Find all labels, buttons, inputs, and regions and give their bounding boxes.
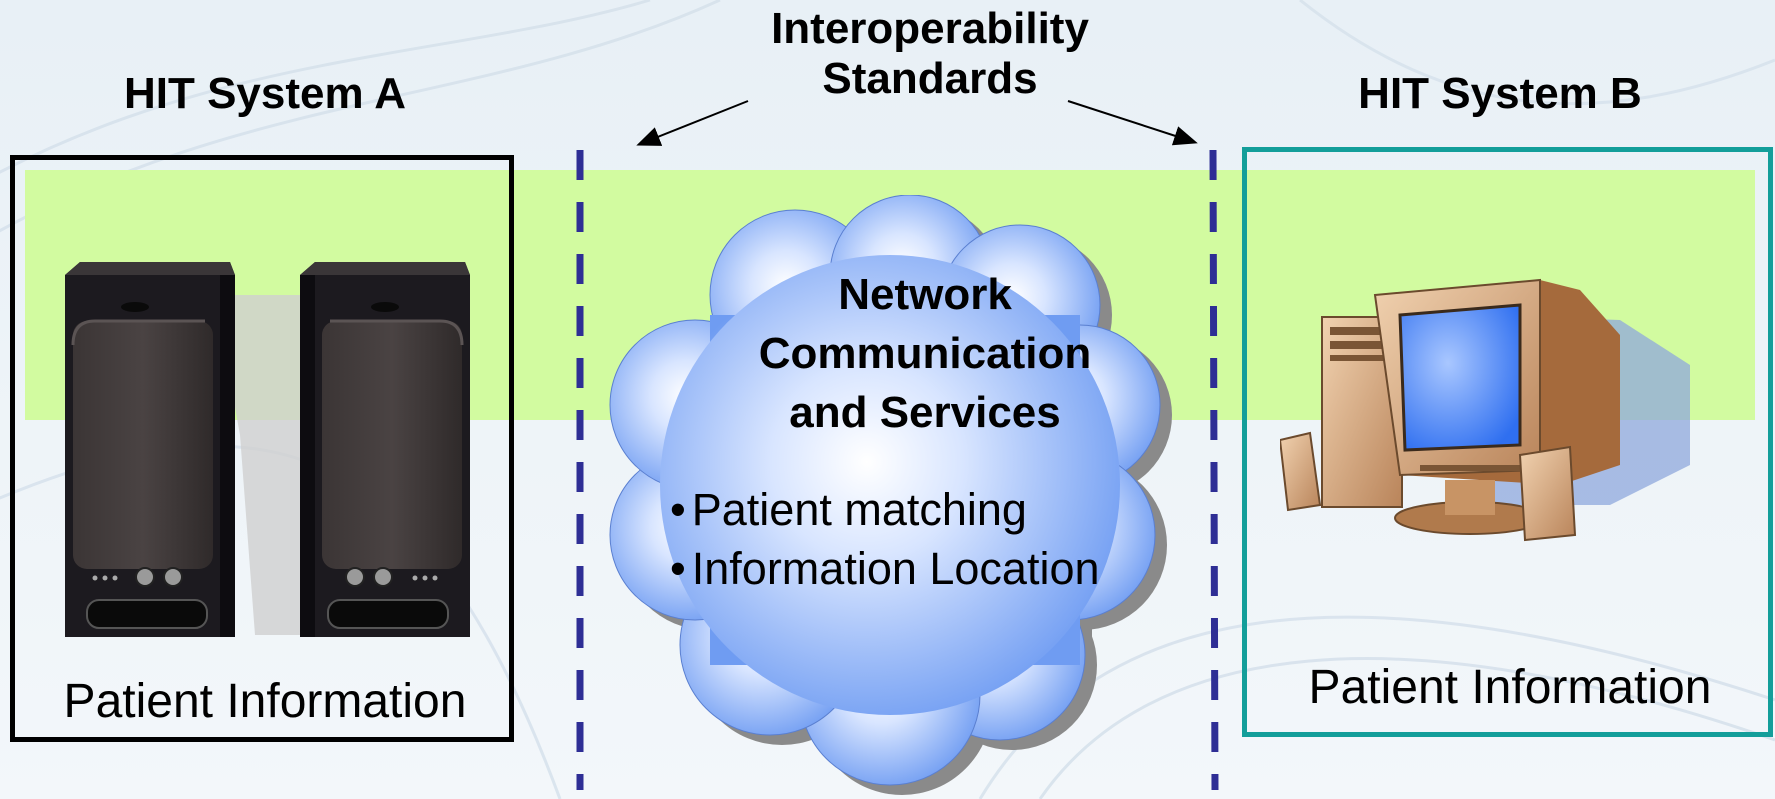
list-item: Information Location [670,539,1100,598]
server-icon [65,262,470,637]
cloud-title-line-3: and Services [789,388,1061,437]
standards-title: Interoperability Standards [720,4,1140,104]
system-b-patient-info: Patient Information [1308,661,1712,714]
computer-icon [1280,278,1690,542]
cloud-title-line-2: Communication [758,329,1092,378]
arrow-icon [636,100,1198,146]
standards-line-1: Interoperability [771,4,1089,53]
arrow-left [636,100,749,146]
system-b-box [1242,147,1773,737]
cloud-title-line-1: Network [838,270,1012,319]
cloud-title: Network Communication and Services [715,265,1135,442]
cloud-bullet-list: Patient matching Information Location [670,480,1100,598]
system-a-patient-info: Patient Information [63,675,467,728]
dashed-separator-right [1209,150,1219,790]
arrow-right [1067,100,1198,146]
system-b-title: HIT System B [1358,69,1642,118]
standards-line-2: Standards [822,54,1038,103]
list-item: Patient matching [670,480,1100,539]
system-a-title: HIT System A [123,69,406,118]
system-a-box [10,155,514,742]
dashed-separator-left [576,150,584,790]
